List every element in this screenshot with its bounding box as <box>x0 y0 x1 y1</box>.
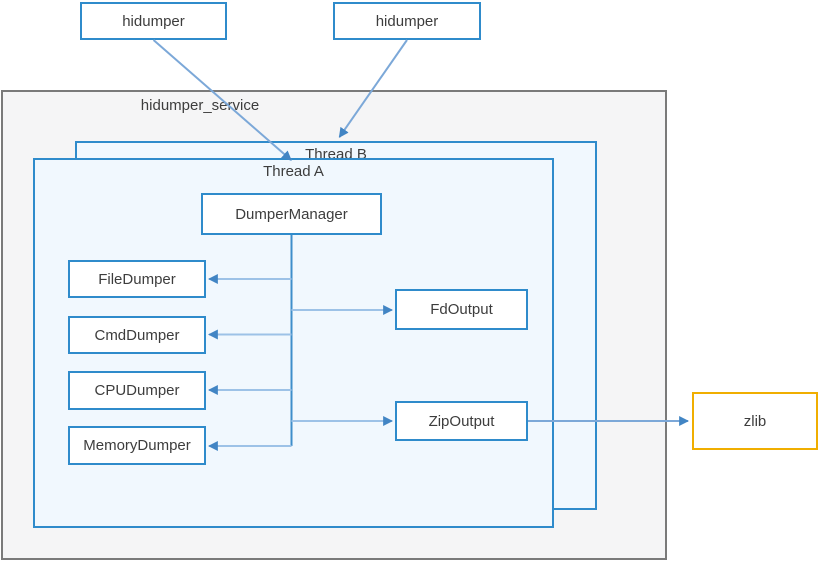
node-cpu-dumper: CPUDumper <box>68 371 206 410</box>
zlib-label: zlib <box>743 412 767 430</box>
node-dumper-manager: DumperManager <box>201 193 382 235</box>
hidumper-client-a-label: hidumper <box>122 12 185 30</box>
dumper-manager-label: DumperManager <box>235 205 348 223</box>
node-fd-output: FdOutput <box>395 289 528 330</box>
node-hidumper-client-b: hidumper <box>333 2 481 40</box>
memory-dumper-label: MemoryDumper <box>83 437 191 454</box>
zip-output-label: ZipOutput <box>428 412 495 430</box>
thread-a-label: Thread A <box>263 163 324 180</box>
node-file-dumper: FileDumper <box>68 260 206 298</box>
node-zlib: zlib <box>692 392 818 450</box>
node-hidumper-client-a: hidumper <box>80 2 227 40</box>
node-zip-output: ZipOutput <box>395 401 528 441</box>
hidumper-client-b-label: hidumper <box>375 12 439 30</box>
cpu-dumper-label: CPUDumper <box>94 382 180 399</box>
fd-output-label: FdOutput <box>430 301 493 318</box>
file-dumper-label: FileDumper <box>98 270 176 288</box>
node-cmd-dumper: CmdDumper <box>68 316 206 354</box>
node-memory-dumper: MemoryDumper <box>68 426 206 465</box>
hidumper-service-label: hidumper_service <box>140 97 260 114</box>
cmd-dumper-label: CmdDumper <box>94 326 180 344</box>
